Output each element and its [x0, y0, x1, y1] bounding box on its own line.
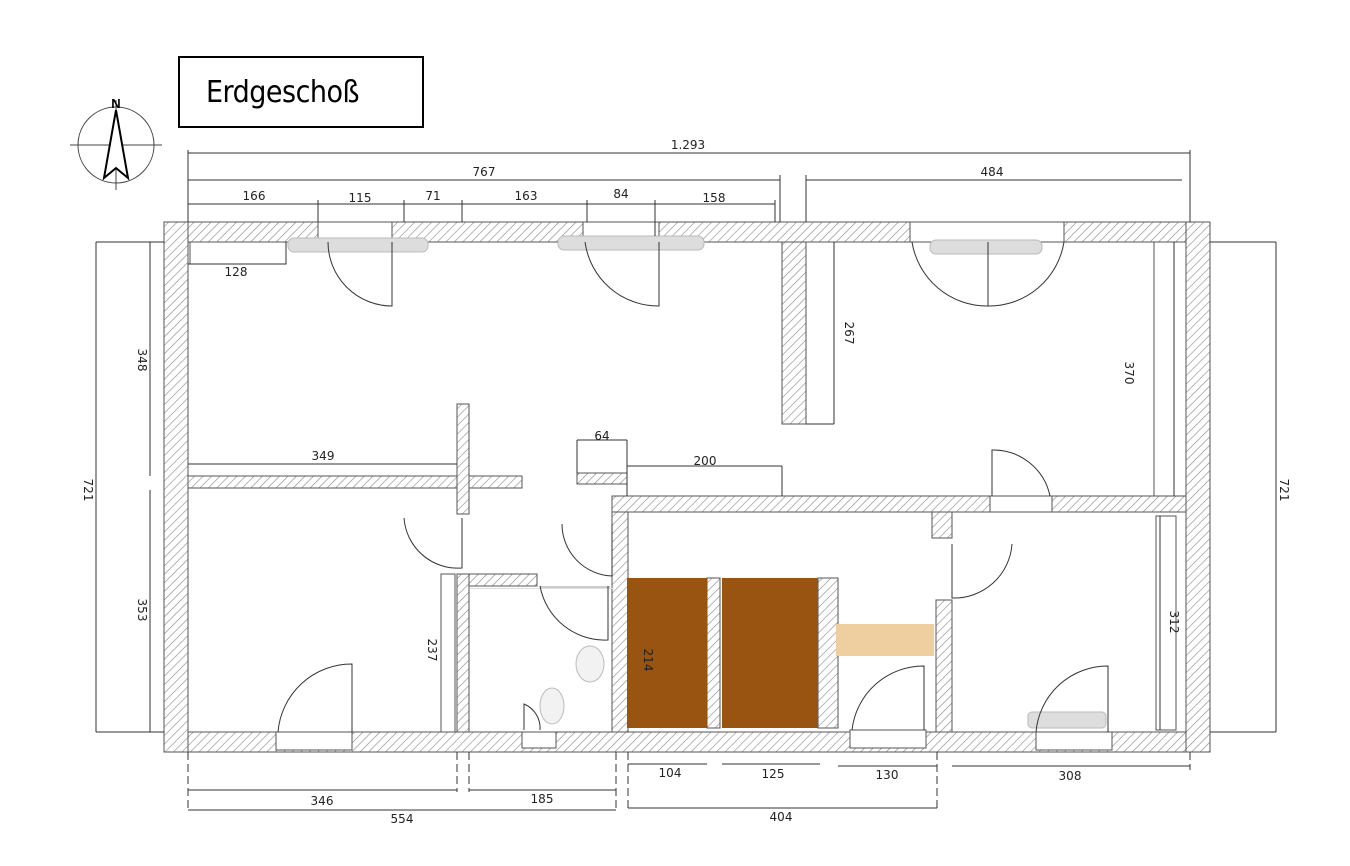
dim-label: 349 — [312, 449, 335, 463]
north-arrow-icon: N — [70, 96, 162, 190]
dim-label: 130 — [876, 768, 899, 782]
dim-label: 128 — [225, 265, 248, 279]
dim-label: 312 — [1167, 611, 1181, 634]
radiators — [287, 235, 1107, 729]
dim-label: 237 — [425, 639, 439, 662]
dim-label: 346 — [311, 794, 334, 808]
dim-label: 163 — [515, 189, 538, 203]
dim-label: 554 — [391, 812, 414, 826]
dimension-lines — [95, 150, 1277, 812]
dim-label: 84 — [613, 187, 628, 201]
window-openings — [189, 221, 1113, 751]
dim-label: 1.293 — [671, 138, 705, 152]
dim-label: 484 — [981, 165, 1004, 179]
dim-label: 308 — [1059, 769, 1082, 783]
dim-label: 214 — [641, 649, 655, 672]
dim-label: 166 — [243, 189, 266, 203]
dim-label: 71 — [425, 189, 440, 203]
dim-label: 200 — [694, 454, 717, 468]
dim-label: 104 — [659, 766, 682, 780]
dim-label: 767 — [473, 165, 496, 179]
dimension-labels: 1.293 767 484 166 115 71 163 84 158 128 … — [81, 138, 1291, 826]
dim-label: 115 — [349, 191, 372, 205]
floor-title: Erdgeschoß — [178, 56, 424, 128]
north-label: N — [111, 96, 120, 111]
dim-label: 370 — [1122, 362, 1136, 385]
bench — [836, 624, 934, 656]
sauna-cabin — [722, 578, 818, 728]
dim-label: 353 — [135, 599, 149, 622]
dim-label: 125 — [762, 767, 785, 781]
dim-label: 348 — [135, 349, 149, 372]
sauna-cabin — [627, 578, 707, 728]
dim-label: 721 — [1277, 479, 1291, 502]
dim-label: 721 — [81, 479, 95, 502]
dim-label: 185 — [531, 792, 554, 806]
dim-label: 64 — [594, 429, 609, 443]
doors — [277, 241, 1109, 733]
dim-label: 158 — [703, 191, 726, 205]
dim-label: 404 — [770, 810, 793, 824]
dim-label: 267 — [842, 322, 856, 345]
toilet — [539, 687, 565, 725]
sink — [575, 645, 605, 683]
